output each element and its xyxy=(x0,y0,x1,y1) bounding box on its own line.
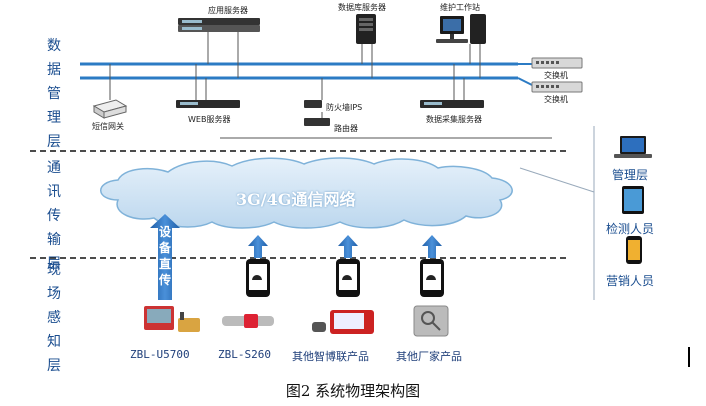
db-server-label: 数据库服务器 xyxy=(338,3,386,12)
workstation-icon xyxy=(436,14,486,44)
workstation-label: 维护工作站 xyxy=(440,3,480,12)
upload-arrows xyxy=(248,235,442,258)
switch-2-icon xyxy=(531,81,583,93)
layer-perception-label: 现场感知层 xyxy=(47,262,61,374)
layer-transmission-label: 通讯传输层 xyxy=(47,160,61,272)
collect-server-label: 数据采集服务器 xyxy=(426,115,482,124)
text-cursor xyxy=(688,347,690,367)
role-inspector-label: 检测人员 xyxy=(606,222,655,236)
switch-2-label: 交换机 xyxy=(544,95,568,104)
sms-gateway-label: 短信网关 xyxy=(92,122,124,131)
router-label: 路由器 xyxy=(334,124,358,133)
layer-data-management-label: 数据管理层 xyxy=(47,38,61,150)
phone-icon-2 xyxy=(336,259,360,297)
sms-gateway-icon xyxy=(92,99,128,119)
device-other-zbl-icon xyxy=(312,310,374,334)
device-other-vendor-icon xyxy=(413,305,449,337)
firewall-label: 防火墙IPS xyxy=(326,103,363,112)
direct-upload-label: 设备直传 xyxy=(158,225,171,287)
switch-link-bottom xyxy=(517,77,535,87)
app-server-label: 应用服务器 xyxy=(208,6,248,15)
phone-icon-3 xyxy=(420,259,444,297)
cloud-label: 3G/4G通信网络 xyxy=(236,190,356,209)
db-server-icon xyxy=(356,14,376,44)
device-u5700-label: ZBL-U5700 xyxy=(130,348,190,361)
web-server-icon xyxy=(176,100,240,108)
network-cloud xyxy=(100,157,513,229)
collect-server-icon xyxy=(420,100,484,108)
switch-1-icon xyxy=(531,57,583,69)
right-connector xyxy=(519,167,595,193)
web-server-label: WEB服务器 xyxy=(188,115,231,124)
device-s260-icon xyxy=(222,314,274,328)
phone-role-icon xyxy=(626,236,642,264)
device-other-zbl-label: 其他智博联产品 xyxy=(292,350,369,363)
switch-1-label: 交换机 xyxy=(544,71,568,80)
role-sales-label: 营销人员 xyxy=(606,274,655,288)
device-u5700-icon xyxy=(144,306,200,332)
direct-upload-arrow xyxy=(150,214,180,300)
tablet-icon xyxy=(622,186,644,214)
device-s260-label: ZBL-S260 xyxy=(218,348,271,361)
app-server-icon xyxy=(178,18,260,32)
laptop-icon xyxy=(614,136,652,158)
role-management-label: 管理层 xyxy=(612,168,649,182)
firewall-icon xyxy=(304,100,322,108)
bus-drops xyxy=(109,30,552,139)
router-icon xyxy=(304,118,330,126)
phone-icon-1 xyxy=(246,259,270,297)
device-other-vendor-label: 其他厂家产品 xyxy=(396,350,462,363)
figure-caption: 图2 系统物理架构图 xyxy=(285,382,421,400)
